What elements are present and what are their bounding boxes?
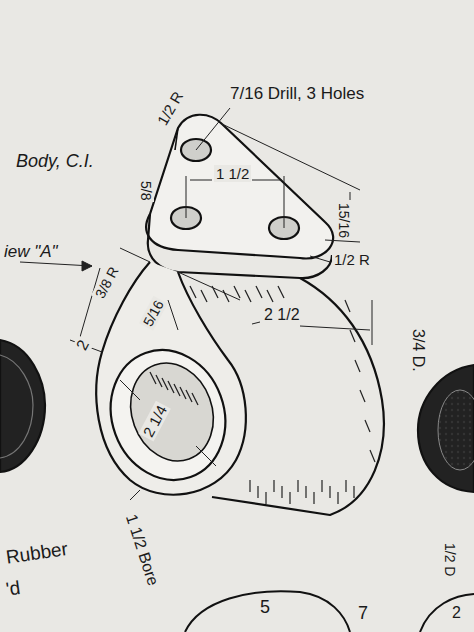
- shading-stroke: [190, 286, 196, 298]
- shading-stroke: [150, 372, 156, 384]
- rubber-piece: [0, 340, 45, 472]
- shading-stroke: [186, 390, 192, 402]
- shading-stroke: [180, 387, 186, 399]
- shading-stroke: [345, 480, 346, 492]
- dimension-label: 2: [450, 604, 463, 622]
- dimension-label: 1 1/2 Bore: [121, 510, 162, 590]
- shading-stroke: [223, 290, 229, 302]
- dimension-label: Body, C.I.: [14, 151, 96, 171]
- dimension-label: 7: [356, 603, 370, 623]
- shading-stroke: [257, 486, 258, 498]
- shading-stroke: [337, 492, 338, 504]
- shading-stroke: [365, 420, 370, 432]
- shading-stroke: [174, 384, 180, 396]
- shading-stroke: [245, 290, 251, 302]
- dimension-label: 15/16: [336, 201, 352, 240]
- dimension-label: 2 1/2: [262, 306, 302, 324]
- shading-stroke: [201, 290, 207, 302]
- shading-stroke: [289, 492, 290, 504]
- shading-stroke: [256, 286, 262, 298]
- shading-stroke: [156, 375, 162, 387]
- shading-stroke: [313, 492, 314, 504]
- dimension-label: 2: [72, 335, 94, 355]
- shading-stroke: [281, 486, 282, 498]
- shading-stroke: [162, 378, 168, 390]
- shading-stroke: [350, 330, 355, 342]
- shading-stroke: [345, 300, 350, 312]
- shading-stroke: [329, 486, 330, 498]
- shading-stroke: [360, 390, 365, 402]
- shading-stroke: [321, 480, 322, 492]
- shading-stroke: [168, 381, 174, 393]
- dimension-label: 5: [258, 597, 272, 617]
- dimension-label: iew "A": [2, 242, 60, 261]
- shading-stroke: [355, 360, 360, 372]
- dimension-label: Rubber: [3, 537, 72, 567]
- dimension-label: 'd: [3, 576, 24, 599]
- shading-stroke: [273, 480, 274, 492]
- mounting-flange: [146, 115, 333, 259]
- dimension-label: 7/16 Drill, 3 Holes: [228, 84, 366, 103]
- shading-stroke: [265, 492, 266, 504]
- dimension-label: 1/2 D: [442, 541, 458, 578]
- dimension-label: 1/2 R: [332, 251, 372, 268]
- dimension-label: 5/8: [138, 179, 154, 202]
- shading-stroke: [234, 286, 240, 298]
- shading-stroke: [278, 286, 284, 298]
- shading-stroke: [249, 480, 250, 492]
- body-outline: [212, 278, 384, 515]
- dimension-label: 3/4 D.: [409, 327, 427, 374]
- shading-stroke: [267, 290, 273, 302]
- dimension-label: 1 1/2: [214, 165, 251, 182]
- shading-stroke: [212, 286, 218, 298]
- bore: [93, 334, 243, 496]
- shading-stroke: [353, 486, 354, 498]
- shading-stroke: [192, 393, 198, 405]
- shading-stroke: [297, 480, 298, 492]
- shading-stroke: [305, 486, 306, 498]
- shading-stroke: [370, 450, 375, 462]
